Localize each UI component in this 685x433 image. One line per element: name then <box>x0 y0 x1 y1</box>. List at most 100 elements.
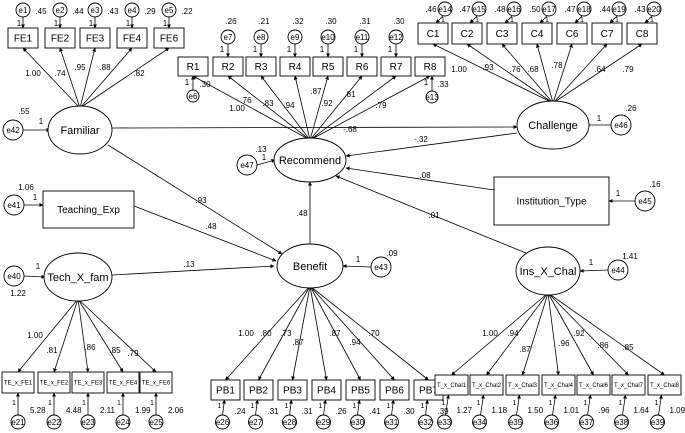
recommend-indicator-8-label: R8 <box>424 62 437 73</box>
inschal-exo-path <box>579 268 609 273</box>
inschal-error-variance-6: 1.64 <box>634 406 650 415</box>
recommend-error-variance-4: .32 <box>292 17 304 26</box>
challenge-error-fixed-6: 1 <box>615 17 619 24</box>
recommend-loading-path-7 <box>309 75 397 141</box>
path-label-tech-benefit: .13 <box>183 260 195 269</box>
inschal-exo-error-label: e44 <box>611 266 625 275</box>
benefit-indicator-3-box <box>277 379 308 401</box>
familiar-error-fixed-1: 1 <box>17 19 22 28</box>
challenge-exo-fixed: 1 <box>597 114 602 123</box>
familiar-indicator-4-label: FE4 <box>123 34 142 45</box>
tech-indicator-5-box <box>139 371 173 394</box>
path-label-familiar-benefit: .93 <box>195 196 207 205</box>
benefit-disturbance-path <box>342 264 372 269</box>
path-tech-benefit <box>111 264 275 276</box>
tech-error-3-label: e23 <box>81 418 95 427</box>
inschal-error-6-label: e38 <box>615 418 629 427</box>
challenge-loading-4: .68 <box>527 65 539 74</box>
challenge-loading-3: .76 <box>509 65 521 74</box>
challenge-error-variance-5: .47 <box>564 5 576 14</box>
inschal-error-2-label: e34 <box>473 418 487 427</box>
inschal-error-path-5 <box>587 394 592 416</box>
inschal-indicator-7-label: T_x_Chal8 <box>650 383 680 389</box>
recommend-loading-path-4 <box>293 75 311 141</box>
familiar-error-variance-4: .29 <box>144 7 156 16</box>
inschal-error-fixed-5: 1 <box>584 400 588 407</box>
recommend-loading-5: .87 <box>310 87 322 96</box>
inschal-error-path-4 <box>552 394 557 416</box>
recommend-error-3-circle <box>253 29 269 45</box>
benefit-error-variance-7: .39 <box>438 407 450 416</box>
challenge-error-fixed-2: 1 <box>475 17 479 24</box>
inschal-loading-path-3 <box>521 292 549 376</box>
challenge-error-4-circle <box>541 1 557 17</box>
familiar-exo-fixed: 1 <box>39 117 44 126</box>
familiar-indicator-2-label: FE2 <box>51 34 70 45</box>
inschal-indicator-2-box <box>469 374 504 396</box>
recommend-disturbance-circle <box>236 154 258 176</box>
inschal-error-7-label: e39 <box>651 418 665 427</box>
familiar-loading-path-2 <box>59 47 81 109</box>
recommend-indicator-2-label: R2 <box>222 62 235 73</box>
tech-error-fixed-5: 1 <box>150 400 154 407</box>
path-inschal-recommend <box>335 175 527 254</box>
benefit-disturbance-fixed: 1 <box>356 255 361 264</box>
benefit-error-5-circle <box>350 414 365 430</box>
challenge-indicator-1-box <box>417 22 449 45</box>
familiar-error-1-label: e1 <box>19 6 28 15</box>
benefit-error-path-5 <box>357 399 362 416</box>
benefit-indicator-2-label: PB2 <box>249 386 268 397</box>
benefit-indicator-1-box <box>210 379 241 401</box>
familiar-indicator-1-box <box>7 27 39 49</box>
tech-loading-path-1 <box>17 298 79 373</box>
benefit-indicator-3-label: PB3 <box>283 386 302 397</box>
recommend-error-8-label: e13 <box>425 93 439 102</box>
challenge-error-7-circle <box>646 1 662 17</box>
challenge-error-5-label: e18 <box>577 5 591 14</box>
recommend-loading-path-1 <box>192 75 311 141</box>
familiar-error-1-circle <box>15 2 31 18</box>
teaching-exp-label: Teaching_Exp <box>57 205 120 216</box>
benefit-error-2-label: e27 <box>249 418 263 427</box>
inschal-exo-fixed: 1 <box>589 258 594 267</box>
recommend-error-fixed-3: 1 <box>253 45 258 54</box>
inschal-indicator-6-label: T_x_Chal7 <box>614 383 644 389</box>
inschal-error-5-circle <box>579 414 594 430</box>
recommend-loading-path-2 <box>227 75 311 141</box>
benefit-loading-5: .87 <box>329 329 341 338</box>
recommend-error-variance-1: .30 <box>199 80 211 89</box>
tech-exo-fixed: 1 <box>36 262 41 271</box>
inschal-indicator-2-label: T_x_Chal2 <box>472 383 502 389</box>
inschal-indicator-5-label: T_x_Chal6 <box>579 383 609 389</box>
tech-loading-3: .86 <box>84 343 96 352</box>
benefit-disturbance-label: e43 <box>374 263 388 272</box>
challenge-loading-path-5 <box>552 43 573 104</box>
recommend-error-fixed-1: 1 <box>185 78 190 87</box>
inschal-indicator-7-box <box>647 374 682 396</box>
inschal-error-4-label: e36 <box>545 418 559 427</box>
familiar-loading-4: .88 <box>99 63 111 72</box>
challenge-error-fixed-4: 1 <box>545 17 549 24</box>
challenge-error-fixed-5: 1 <box>580 17 584 24</box>
familiar-loading-1: 1.00 <box>25 69 41 78</box>
benefit-error-6-label: e31 <box>385 418 399 427</box>
familiar-indicator-3-box <box>79 27 111 49</box>
challenge-loading-2: .93 <box>482 63 494 72</box>
latent-familiar-ellipse <box>47 105 113 155</box>
challenge-indicator-6-label: C7 <box>601 29 614 40</box>
recommend-error-2-circle <box>220 29 236 45</box>
path-challenge-recommend <box>345 132 518 158</box>
tech-error-3-circle <box>80 414 96 430</box>
inschal-loading-5: .92 <box>573 329 585 338</box>
challenge-loading-path-7 <box>552 43 643 104</box>
benefit-error-fixed-1: 1 <box>218 403 222 410</box>
recommend-loading-4: .94 <box>283 101 295 110</box>
familiar-error-2-label: e2 <box>56 6 65 15</box>
familiar-indicator-3-label: FE3 <box>86 34 105 45</box>
latent-challenge-ellipse <box>516 100 590 150</box>
inschal-loading-3: .87 <box>519 345 531 354</box>
inschal-error-variance-5: .96 <box>599 406 611 415</box>
recommend-error-fixed-2: 1 <box>220 45 225 54</box>
recommend-disturbance-variance: .13 <box>255 145 267 154</box>
benefit-error-5-label: e30 <box>351 418 365 427</box>
